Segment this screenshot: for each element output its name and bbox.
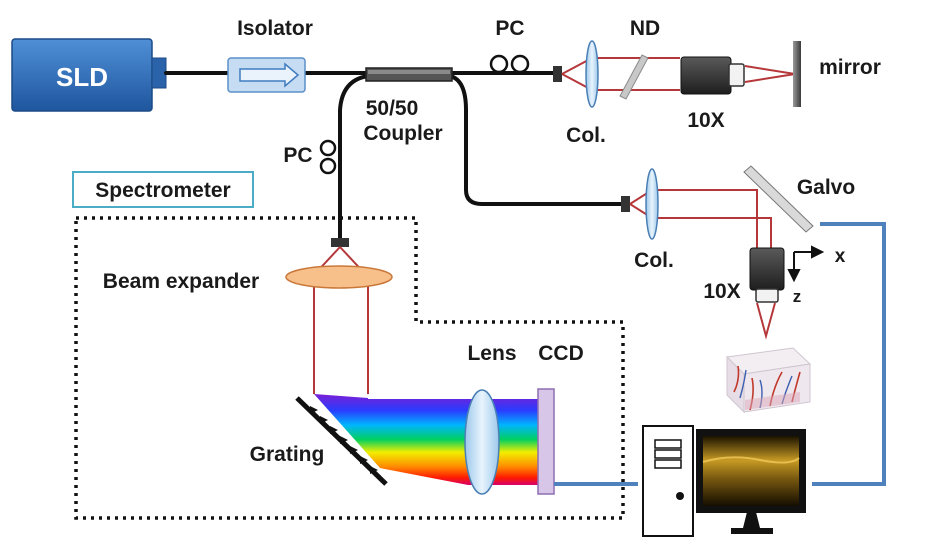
- pc-top-label: PC: [495, 17, 524, 40]
- collimator-lens-ref: [585, 40, 599, 108]
- sample-arm: Col. Galvo 10X x z: [621, 165, 855, 414]
- sld-source: SLD: [11, 38, 167, 112]
- axis-z-label: z: [793, 287, 802, 306]
- computer-tower-icon: [642, 425, 694, 537]
- obj-top-label: 10X: [687, 109, 724, 132]
- monitor-oct-image-icon: [696, 429, 806, 534]
- fiber-connector-spectrometer: [331, 238, 349, 247]
- pc-left-label: PC: [283, 144, 312, 167]
- lens-label: Lens: [467, 342, 516, 365]
- coupler-label-line1: 50/50: [366, 97, 419, 120]
- col-sample-label: Col.: [634, 249, 674, 272]
- spectrometer-title-box: [72, 171, 254, 208]
- focusing-lens: [464, 389, 500, 495]
- nd-filter: [619, 54, 649, 100]
- ccd-label: CCD: [538, 342, 584, 365]
- data-cables: [554, 222, 886, 486]
- fiber-connector-ref: [553, 66, 562, 82]
- objective-sample: [749, 247, 785, 303]
- polarization-controller-top: PC: [489, 17, 530, 74]
- mirror-label: mirror: [819, 56, 881, 79]
- dispersed-spectrum: [314, 394, 538, 485]
- polarization-controller-left: PC: [283, 139, 337, 175]
- ccd-detector: [537, 388, 555, 495]
- spectrometer-enclosure: [74, 216, 625, 520]
- axis-x-label: x: [835, 246, 846, 267]
- sld-label: SLD: [56, 62, 108, 92]
- coupler: 50/50 Coupler: [363, 67, 453, 145]
- grating-label: Grating: [250, 443, 325, 466]
- spectrometer-label: Spectrometer: [95, 179, 230, 202]
- diffraction-grating: [295, 396, 388, 486]
- optical-isolator-arrow-icon: [239, 62, 300, 88]
- objective-ref: [680, 56, 745, 95]
- galvo-label: Galvo: [797, 176, 855, 199]
- beam-expander-label: Beam expander: [103, 270, 259, 293]
- beam-expander-lens: [285, 265, 393, 289]
- fiber-network: [164, 71, 626, 240]
- tissue-sample-icon: [725, 347, 812, 414]
- obj-sample-label: 10X: [703, 280, 740, 303]
- spectrometer: Spectrometer Beam expander: [72, 171, 625, 520]
- fiber-connector-sample: [621, 196, 630, 212]
- col-top-label: Col.: [566, 124, 606, 147]
- nd-label: ND: [630, 17, 660, 40]
- collimator-lens-sample: [645, 168, 659, 240]
- computer: [642, 425, 806, 537]
- polarization-controller-icon: [319, 139, 337, 175]
- isolator: Isolator: [227, 17, 313, 93]
- reference-mirror: [793, 41, 801, 107]
- polarization-controller-icon: [489, 54, 530, 74]
- reference-arm: Col. ND 10X mirror: [553, 17, 881, 147]
- galvo-mirror: [743, 165, 814, 233]
- coordinate-axes: [787, 245, 825, 283]
- coupler-label-line2: Coupler: [363, 122, 442, 145]
- isolator-label: Isolator: [237, 17, 313, 40]
